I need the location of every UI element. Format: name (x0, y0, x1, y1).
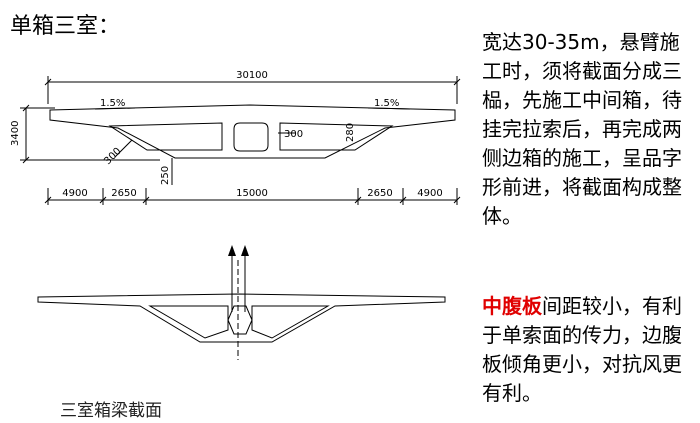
description-paragraph: 宽达30-35m，悬臂施工时，须将截面分成三榀，先施工中间箱，待挂完拉索后，再完… (482, 30, 682, 228)
segment-label-3: 15000 (236, 188, 268, 199)
haunch-300-label: 300 (102, 146, 123, 167)
slope-right-label: 1.5% (374, 98, 399, 109)
top-section-outline (49, 104, 456, 159)
slope-left-label: 1.5% (100, 98, 125, 109)
schematic-right-cell (251, 305, 330, 339)
schematic-outline (37, 293, 446, 343)
segment-dimension (44, 188, 461, 205)
height-dimension (20, 104, 160, 164)
web-thickness-label: 300 (284, 129, 303, 140)
bottom-slab-label: 250 (160, 166, 171, 185)
advantage-paragraph: 中腹板间距较小，有利于单索面的传力，边腹板倾角更小，对抗风更有利。 (482, 292, 697, 408)
cable-lines (231, 250, 246, 360)
figure-caption: 三室箱梁截面 (60, 401, 162, 421)
segment-label-2: 2650 (111, 188, 136, 199)
wall-280-label: 280 (345, 123, 356, 142)
slope-arrow-right (367, 107, 411, 110)
left-cell (108, 122, 223, 151)
slope-arrow-left (94, 107, 136, 110)
haunch-leader (114, 139, 133, 158)
schematic-center-cell (227, 305, 253, 335)
slide-title: 单箱三室： (10, 14, 121, 39)
highlight-term: 中腹板 (482, 294, 542, 318)
overall-width-label: 30100 (236, 70, 268, 81)
center-cell (233, 122, 269, 152)
overall-width-dimension (44, 76, 461, 104)
advantage-text: 间距较小，有利于单索面的传力，边腹板倾角更小，对抗风更有利。 (482, 294, 682, 405)
segment-label-1: 4900 (62, 188, 87, 199)
box-girder-drawings: 30100 1.5% 1.5% 3400 300 280 300 250 490… (10, 70, 461, 360)
cable-arrow-right (241, 245, 249, 256)
height-label: 3400 (10, 121, 21, 146)
schematic-left-cell (148, 305, 229, 339)
right-cell (279, 122, 394, 151)
segment-label-4: 2650 (367, 188, 392, 199)
segment-label-5: 4900 (417, 188, 442, 199)
cable-arrow-left (228, 245, 236, 256)
